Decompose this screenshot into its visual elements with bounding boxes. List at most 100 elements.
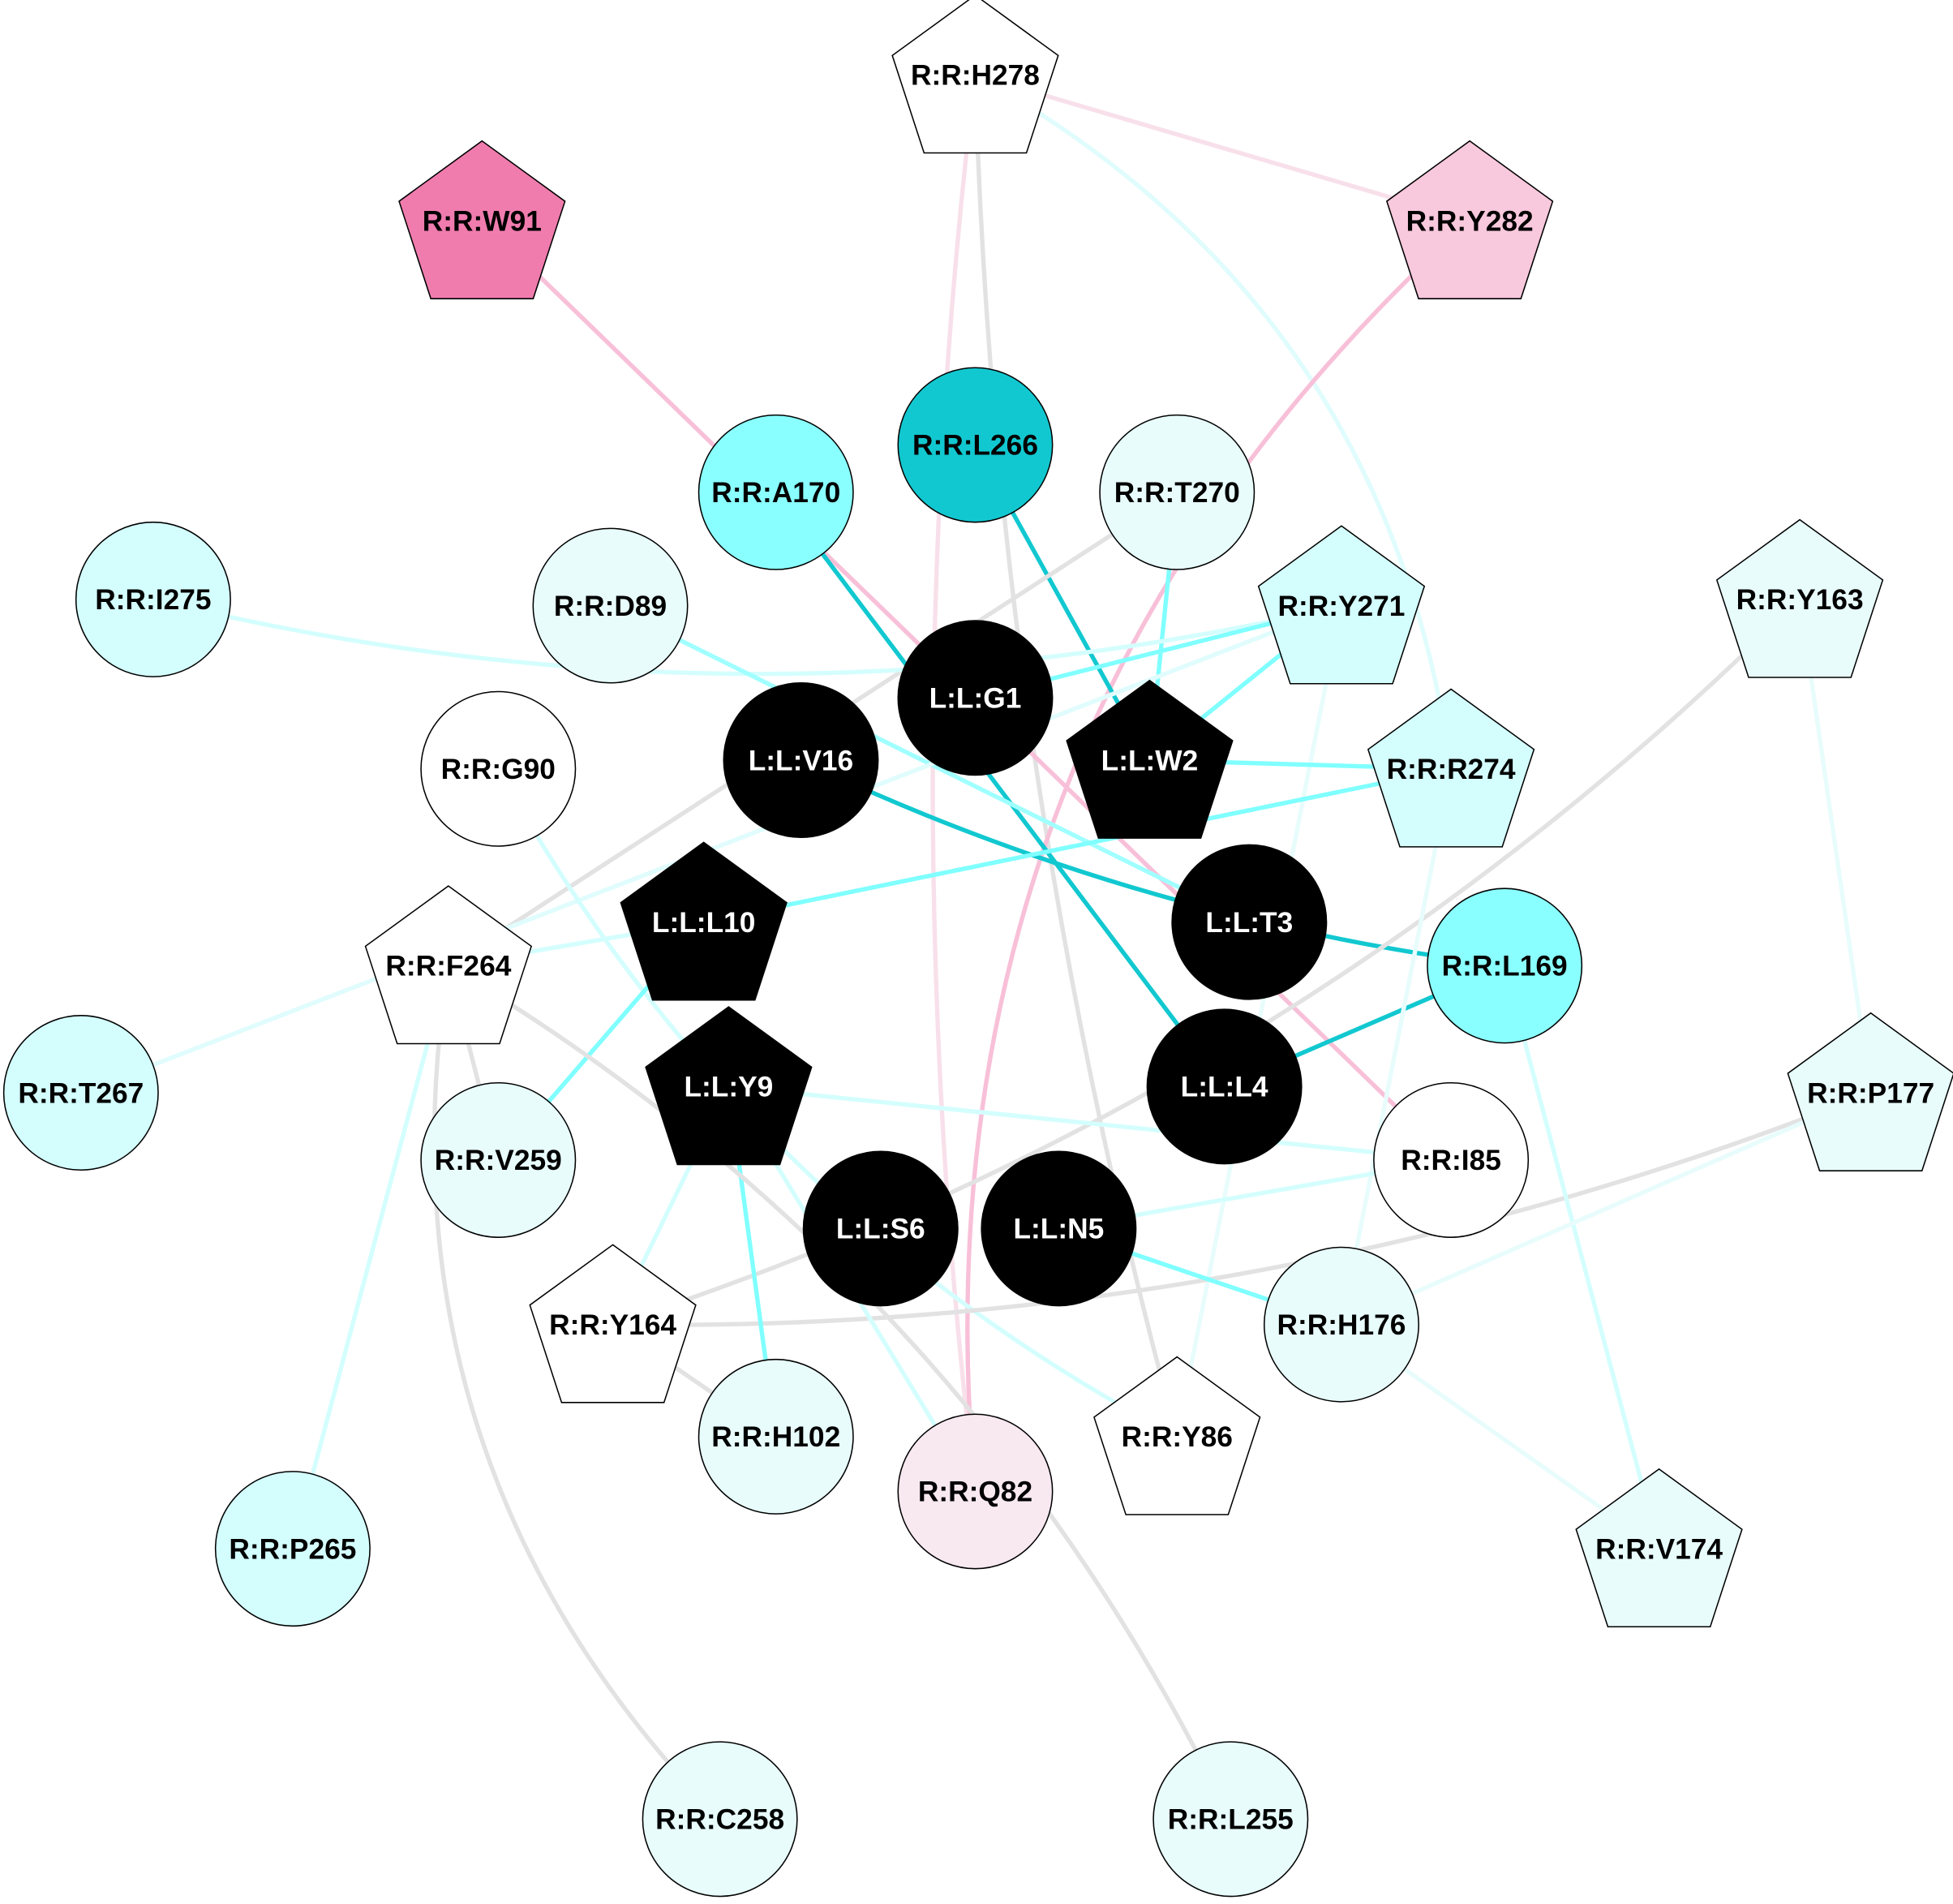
circle-node-shape	[802, 1150, 959, 1307]
node-w2[interactable]: L:L:W2	[1066, 679, 1234, 839]
edge-R274-H176	[1339, 768, 1453, 1326]
node-n5[interactable]: L:L:N5	[981, 1150, 1137, 1307]
node-h278[interactable]: R:R:H278	[891, 0, 1059, 154]
node-label: R:R:H176	[1277, 1309, 1406, 1341]
circle-node-shape	[420, 690, 577, 847]
edge-G90-Y86	[496, 767, 1178, 1439]
pentagon-node-shape	[1367, 688, 1535, 848]
node-label: L:L:S6	[836, 1214, 925, 1245]
edge-H176-P177	[1340, 1090, 1872, 1327]
circle-node-shape	[532, 527, 689, 684]
edge-H278-R274	[974, 73, 1453, 770]
node-label: R:R:F264	[385, 951, 511, 982]
node-y163[interactable]: R:R:Y163	[1715, 518, 1884, 678]
node-label: R:R:H278	[911, 60, 1040, 92]
node-s6[interactable]: L:L:S6	[802, 1150, 959, 1307]
node-label: R:R:Y164	[549, 1309, 676, 1341]
node-g90[interactable]: R:R:G90	[420, 690, 577, 847]
pentagon-node-shape	[1385, 140, 1554, 299]
node-label: R:R:R274	[1387, 754, 1516, 785]
node-label: L:L:G1	[929, 683, 1022, 715]
node-p265[interactable]: R:R:P265	[214, 1471, 371, 1627]
node-label: R:R:L255	[1168, 1804, 1294, 1836]
node-q82[interactable]: R:R:Q82	[897, 1413, 1054, 1570]
circle-node-shape	[698, 1358, 854, 1515]
node-label: L:L:T3	[1205, 907, 1293, 939]
pentagon-node-shape	[529, 1244, 697, 1403]
edge-V16-L169	[800, 758, 1505, 969]
node-t3[interactable]: L:L:T3	[1171, 844, 1328, 1000]
node-label: L:L:N5	[1013, 1214, 1104, 1245]
node-label: L:L:V16	[749, 745, 854, 776]
edge-F264-P265	[290, 965, 451, 1549]
node-y164[interactable]: R:R:Y164	[529, 1244, 697, 1403]
circle-node-shape	[897, 620, 1054, 776]
circle-node-shape	[698, 414, 854, 570]
node-label: R:R:Y282	[1406, 205, 1534, 237]
node-y9[interactable]: L:L:Y9	[645, 1006, 813, 1166]
node-c258[interactable]: R:R:C258	[642, 1741, 798, 1898]
node-label: R:R:H102	[711, 1421, 840, 1453]
node-h102[interactable]: R:R:H102	[698, 1358, 854, 1515]
node-label: R:R:L169	[1442, 951, 1568, 982]
circle-node-shape	[642, 1741, 798, 1898]
node-p177[interactable]: R:R:P177	[1787, 1012, 1953, 1171]
node-label: R:R:D89	[554, 591, 667, 622]
node-y86[interactable]: R:R:Y86	[1093, 1356, 1261, 1515]
node-label: R:R:T267	[18, 1077, 144, 1109]
node-label: R:R:G90	[441, 754, 556, 785]
node-d89[interactable]: R:R:D89	[532, 527, 689, 684]
pentagon-node-shape	[1257, 525, 1426, 685]
circle-node-shape	[981, 1150, 1137, 1307]
pentagon-node-shape	[364, 885, 533, 1045]
node-v16[interactable]: L:L:V16	[723, 682, 879, 838]
node-label: R:R:Q82	[918, 1476, 1032, 1508]
circle-node-shape	[214, 1471, 371, 1627]
node-y282[interactable]: R:R:Y282	[1385, 140, 1554, 299]
edge-P177-Y164	[612, 1090, 1872, 1327]
pentagon-node-shape	[645, 1006, 813, 1166]
node-i85[interactable]: R:R:I85	[1373, 1081, 1530, 1238]
node-i275[interactable]: R:R:I275	[75, 521, 231, 677]
node-v259[interactable]: R:R:V259	[420, 1081, 577, 1238]
node-label: R:R:Y86	[1122, 1421, 1233, 1453]
node-label: R:R:I85	[1401, 1145, 1501, 1176]
circle-node-shape	[1152, 1741, 1309, 1898]
pentagon-node-shape	[398, 140, 566, 299]
pentagon-node-shape	[1093, 1356, 1261, 1515]
pentagon-node-shape	[891, 0, 1059, 154]
node-w91[interactable]: R:R:W91	[398, 140, 566, 299]
node-l266[interactable]: R:R:L266	[897, 367, 1054, 523]
node-label: R:R:I275	[95, 584, 211, 616]
node-a170[interactable]: R:R:A170	[698, 414, 854, 570]
circle-node-shape	[1099, 414, 1256, 570]
node-l10[interactable]: L:L:L10	[620, 841, 788, 1001]
node-f264[interactable]: R:R:F264	[364, 885, 533, 1045]
node-l255[interactable]: R:R:L255	[1152, 1741, 1309, 1898]
circle-node-shape	[1263, 1246, 1419, 1403]
edge-Y9-I85	[728, 1084, 1452, 1163]
edge-F264-L255	[447, 964, 1233, 1820]
node-l4[interactable]: L:L:L4	[1146, 1008, 1303, 1165]
node-label: L:L:Y9	[684, 1072, 773, 1103]
node-label: R:R:V259	[435, 1145, 562, 1176]
node-l169[interactable]: R:R:L169	[1427, 888, 1583, 1044]
node-label: R:R:P265	[229, 1533, 356, 1565]
node-label: R:R:C258	[655, 1804, 784, 1836]
node-y271[interactable]: R:R:Y271	[1257, 525, 1426, 685]
node-label: R:R:A170	[711, 477, 840, 509]
circle-node-shape	[1146, 1008, 1303, 1165]
pentagon-node-shape	[620, 841, 788, 1001]
node-v174[interactable]: R:R:V174	[1575, 1468, 1743, 1628]
node-t267[interactable]: R:R:T267	[2, 1015, 159, 1171]
circle-node-shape	[897, 367, 1054, 523]
node-t270[interactable]: R:R:T270	[1099, 414, 1256, 570]
pentagon-node-shape	[1715, 518, 1884, 678]
node-label: R:R:V174	[1595, 1533, 1723, 1565]
edge-A170-L4	[774, 491, 1226, 1088]
node-g1[interactable]: L:L:G1	[897, 620, 1054, 776]
node-r274[interactable]: R:R:R274	[1367, 688, 1535, 848]
node-h176[interactable]: R:R:H176	[1263, 1246, 1419, 1403]
node-label: R:R:Y271	[1277, 591, 1405, 622]
